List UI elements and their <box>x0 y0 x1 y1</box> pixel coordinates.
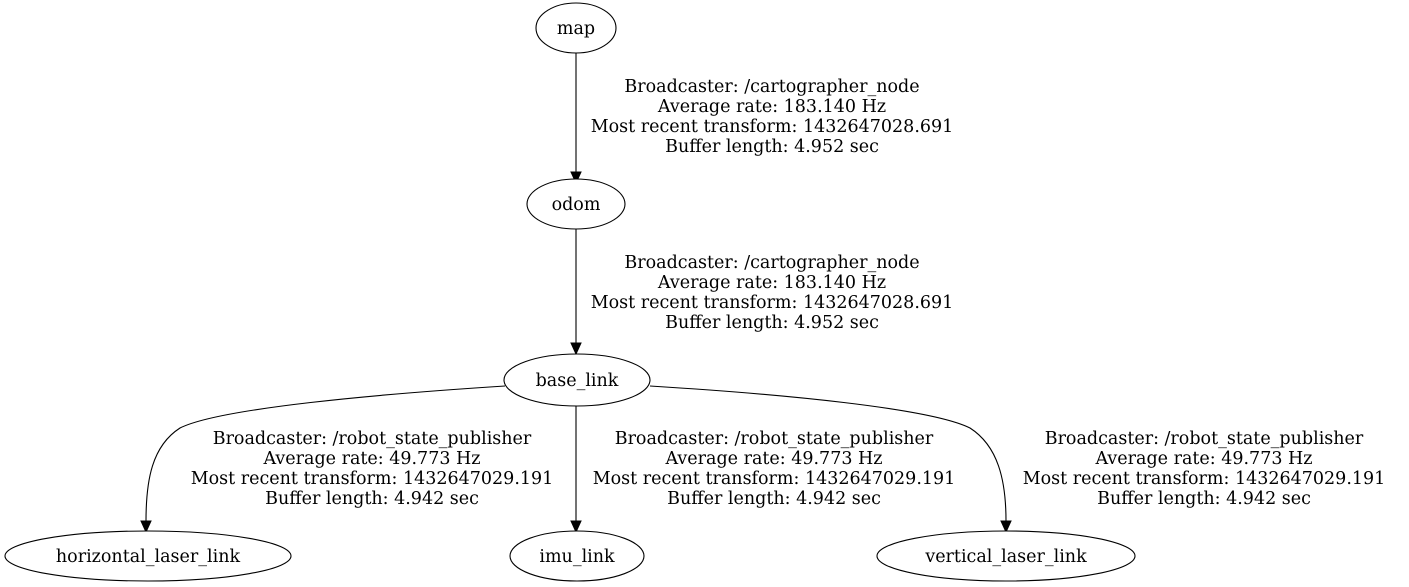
edge-label-odom-base-link: Broadcaster: /cartographer_node Average … <box>591 253 954 333</box>
node-label: base_link <box>536 371 619 391</box>
edge-recent-transform: Most recent transform: 1432647029.191 <box>593 469 956 489</box>
edge-buffer-length: Buffer length: 4.952 sec <box>665 313 879 333</box>
edge-buffer-length: Buffer length: 4.942 sec <box>1097 489 1311 509</box>
edge-buffer-length: Buffer length: 4.942 sec <box>667 489 881 509</box>
node-map[interactable]: map <box>535 2 617 54</box>
edge-label-base-link-imu-link: Broadcaster: /robot_state_publisher Aver… <box>593 429 956 509</box>
node-label: horizontal_laser_link <box>56 547 241 567</box>
node-ellipse <box>503 353 651 407</box>
edge-rate: Average rate: 49.773 Hz <box>664 449 882 469</box>
arrow-head <box>570 171 582 185</box>
edge-rate: Average rate: 49.773 Hz <box>1094 449 1312 469</box>
edge-base-link-imu-link <box>570 406 582 534</box>
arrow-head <box>570 520 582 534</box>
arrow-head <box>570 342 582 356</box>
edge-broadcaster: Broadcaster: /robot_state_publisher <box>213 429 532 449</box>
node-imu-link[interactable]: imu_link <box>509 530 645 582</box>
edge-rate: Average rate: 49.773 Hz <box>262 449 480 469</box>
edge-base-link-horizontal-laser-link <box>140 385 506 534</box>
edge-broadcaster: Broadcaster: /robot_state_publisher <box>615 429 934 449</box>
edge-recent-transform: Most recent transform: 1432647029.191 <box>1023 469 1386 489</box>
node-horizontal-laser-link[interactable]: horizontal_laser_link <box>4 530 292 582</box>
edge-label-map-odom: Broadcaster: /cartographer_node Average … <box>591 77 954 157</box>
node-odom[interactable]: odom <box>526 178 626 230</box>
node-label: vertical_laser_link <box>924 547 1087 567</box>
edge-broadcaster: Broadcaster: /robot_state_publisher <box>1045 429 1364 449</box>
edge-rate: Average rate: 183.140 Hz <box>657 273 886 293</box>
edge-broadcaster: Broadcaster: /cartographer_node <box>624 77 919 97</box>
node-label: odom <box>552 195 601 215</box>
node-label: imu_link <box>539 547 615 567</box>
edge-odom-base-link <box>570 229 582 356</box>
edge-recent-transform: Most recent transform: 1432647029.191 <box>191 469 554 489</box>
node-vertical-laser-link[interactable]: vertical_laser_link <box>876 530 1136 582</box>
edge-recent-transform: Most recent transform: 1432647028.691 <box>591 293 954 313</box>
edge-recent-transform: Most recent transform: 1432647028.691 <box>591 117 954 137</box>
arrow-head <box>1000 520 1012 534</box>
edge-buffer-length: Buffer length: 4.952 sec <box>665 137 879 157</box>
edge-map-odom <box>570 53 582 185</box>
arrow-head <box>140 520 152 534</box>
node-ellipse <box>876 530 1136 582</box>
edge-base-link-vertical-laser-link <box>649 385 1012 534</box>
node-ellipse <box>4 530 292 582</box>
edge-broadcaster: Broadcaster: /cartographer_node <box>624 253 919 273</box>
edge-rate: Average rate: 183.140 Hz <box>657 97 886 117</box>
node-ellipse <box>535 2 617 54</box>
edge-label-base-link-vertical-laser-link: Broadcaster: /robot_state_publisher Aver… <box>1023 429 1386 509</box>
edge-line <box>649 385 1007 522</box>
node-label: map <box>557 19 595 39</box>
edge-label-base-link-horizontal-laser-link: Broadcaster: /robot_state_publisher Aver… <box>191 429 554 509</box>
node-ellipse <box>526 178 626 230</box>
edge-line <box>145 385 506 522</box>
node-base-link[interactable]: base_link <box>503 353 651 407</box>
edge-buffer-length: Buffer length: 4.942 sec <box>265 489 479 509</box>
node-ellipse <box>509 530 645 582</box>
